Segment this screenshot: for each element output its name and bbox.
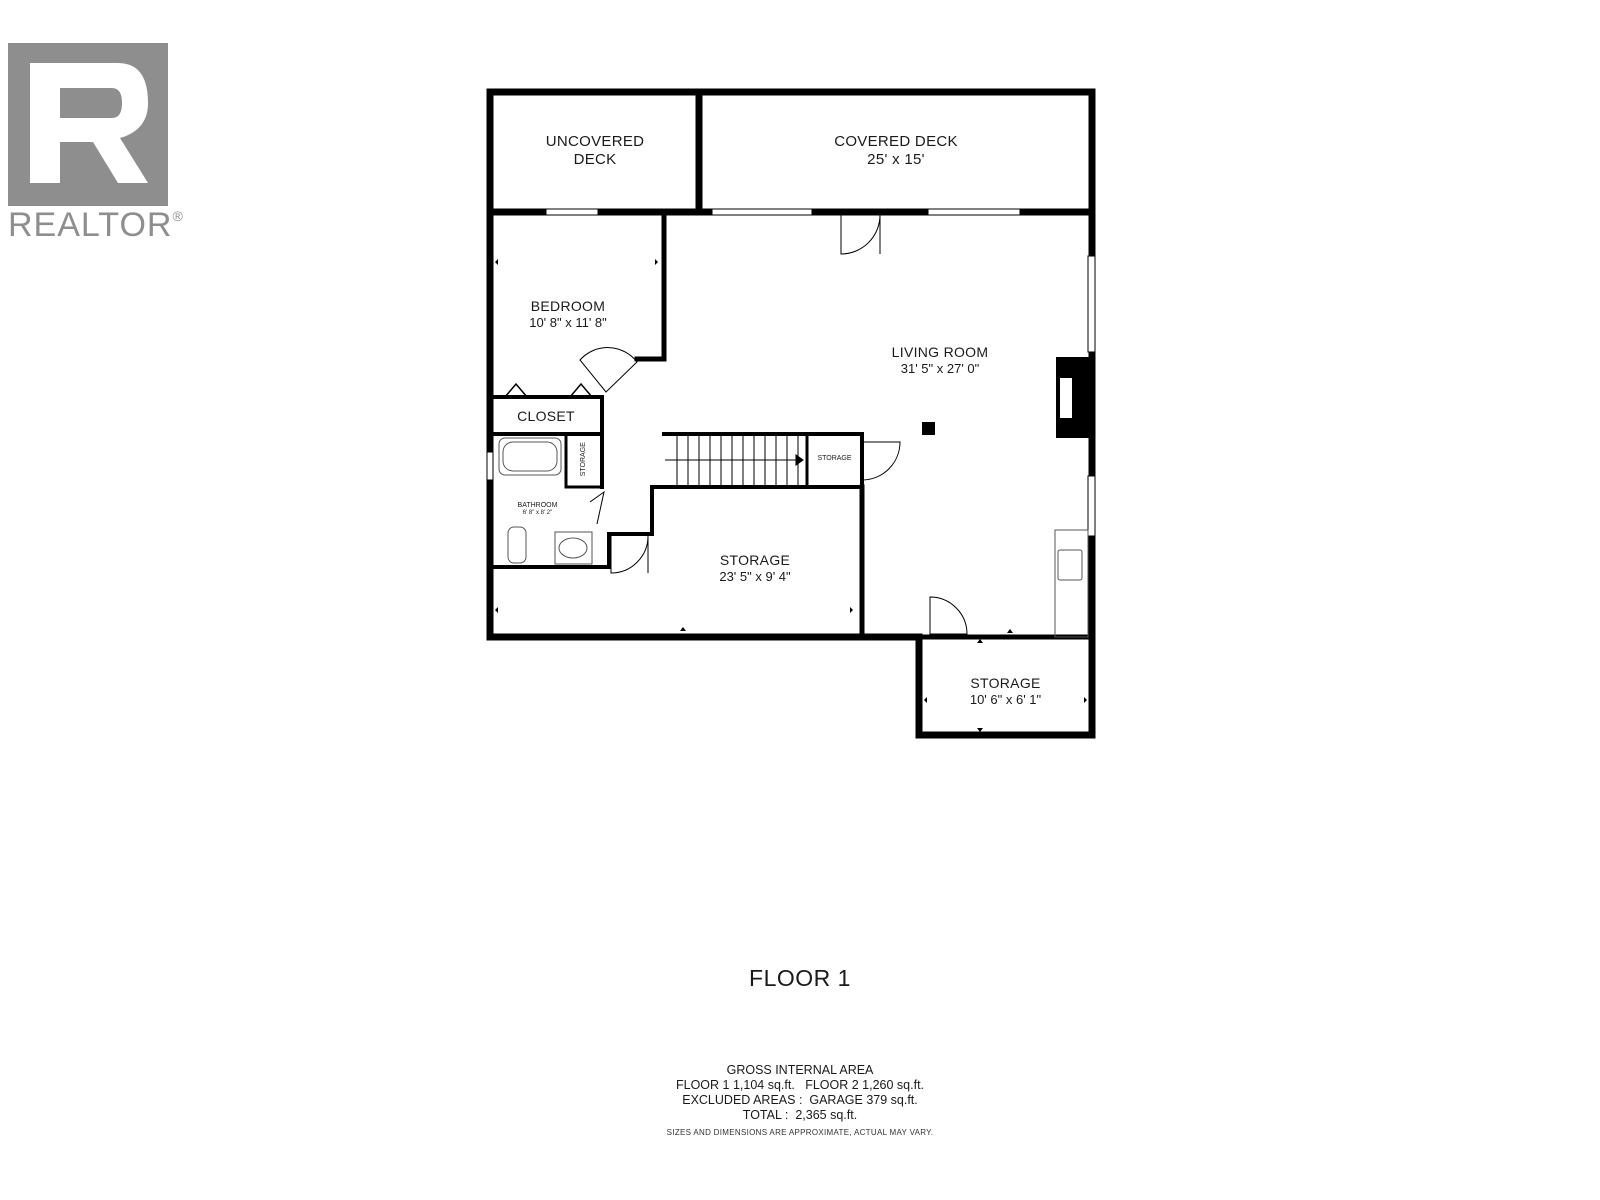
room-dimensions: 23' 5" x 9' 4" [719,568,791,584]
bathroom-lower-wall [488,532,611,569]
stair-storage-label: STORAGE [807,455,862,463]
vanity [554,531,593,565]
room-dimensions: 31' 5" x 27' 0" [900,360,980,376]
bathroom-label: BATHROOM 6' 8" x 8' 2" [505,502,570,518]
closet-label: CLOSET [490,408,602,425]
counter [1054,529,1089,638]
room-name: CLOSET [517,408,575,424]
outer-wall [486,88,1096,739]
window [486,451,494,481]
room-dimensions: 6' 8" x 8' 2" [522,510,553,517]
room-name: STORAGE [817,455,852,462]
bedroom-label: BEDROOM 10' 8" x 11' 8" [490,298,646,330]
window [545,208,599,216]
closet-door [504,382,528,398]
living-room-label: LIVING ROOM 31' 5" x 27' 0" [840,344,1040,376]
storage-annex-label: STORAGE 10' 6" x 6' 1" [919,675,1092,707]
door-swing [840,214,881,255]
room-name: BEDROOM [530,298,606,314]
uncovered-deck-label: UNCOVERED DECK [490,133,700,169]
door-swing [861,441,901,481]
window [1087,475,1096,537]
room-name: STORAGE [719,552,791,568]
disclaimer: SIZES AND DIMENSIONS ARE APPROXIMATE, AC… [666,1128,934,1137]
window [1087,255,1096,353]
covered-deck-label: COVERED DECK 25' x 15' [700,133,1092,169]
room-name: UNCOVERED [545,133,645,150]
stairs [665,434,804,487]
area-summary: GROSS INTERNAL AREA FLOOR 1 1,104 sq.ft.… [0,1063,1600,1140]
area-floors: FLOOR 1 1,104 sq.ft. FLOOR 2 1,260 sq.ft… [675,1078,925,1092]
sink [1057,549,1083,581]
room-name: BATHROOM [517,502,558,509]
room-dimensions: 10' 8" x 11' 8" [529,314,607,330]
registered-mark: ® [172,208,184,224]
realtor-wordmark[interactable]: REALTOR® [8,206,184,245]
closet-door [569,382,593,398]
room-dimensions: 25' x 15' [867,151,925,168]
floor-title: FLOOR 1 [749,965,851,991]
door-swing [579,347,638,393]
room-dimensions: 10' 6" x 6' 1" [969,691,1042,707]
area-excluded: EXCLUDED AREAS : GARAGE 379 sq.ft. [682,1093,918,1107]
door-swing [610,535,649,574]
room-name: STORAGE [970,675,1041,691]
bathtub [498,437,562,476]
room-name: DECK [573,151,617,168]
small-storage-box [564,432,604,489]
door-swing [929,596,968,635]
stair-wall [607,432,864,536]
realtor-logo-text: REALTOR [8,206,173,244]
small-storage-vertical-label: STORAGE [580,435,588,483]
area-heading: GROSS INTERNAL AREA [726,1063,874,1077]
toilet [507,526,527,564]
room-name: COVERED DECK [834,133,958,150]
column-post [922,422,935,435]
window [927,208,1021,216]
area-total: TOTAL : 2,365 sq.ft. [742,1108,858,1122]
window [711,208,813,216]
room-name: LIVING ROOM [891,344,989,360]
door-swing [589,490,605,525]
realtor-r-logo [8,43,168,206]
storage-main-label: STORAGE 23' 5" x 9' 4" [655,552,855,584]
bedroom-wall [634,209,667,362]
room-name: STORAGE [579,442,587,477]
